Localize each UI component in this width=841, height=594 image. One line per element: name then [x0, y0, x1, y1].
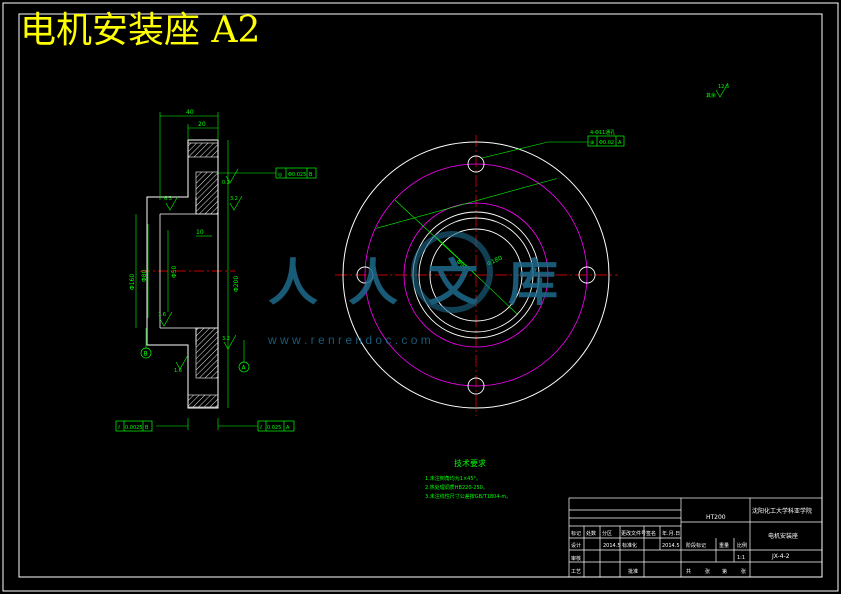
hatch-bottom — [187, 394, 219, 408]
svg-text:Φ0.025: Φ0.025 — [288, 172, 306, 178]
svg-text:0.0025: 0.0025 — [125, 425, 143, 431]
dim-bore: Φ50 — [171, 265, 178, 278]
dim-mid-dia: Φ160 — [129, 274, 136, 290]
svg-text:Φ0.02: Φ0.02 — [599, 140, 614, 146]
roughness-value-2: 3.2 — [230, 196, 238, 202]
roughness-value-1: 6.3 — [164, 196, 172, 202]
svg-text:更改文件号: 更改文件号 — [621, 530, 646, 537]
svg-text:阶段标记: 阶段标记 — [686, 542, 706, 549]
svg-text:B: B — [309, 172, 313, 178]
datum-a-label: A — [242, 365, 247, 372]
svg-text:⫽: ⫽ — [259, 425, 263, 431]
bolt-hole-left — [356, 266, 374, 284]
drawing-title: 电机安装座 A2 — [20, 10, 260, 51]
datum-b-marker — [140, 347, 152, 359]
hatch-lower — [195, 327, 219, 379]
dim-overall-width: 40 — [186, 109, 194, 116]
svg-text:2014.5: 2014.5 — [603, 543, 621, 549]
dim-flange-width: 20 — [198, 121, 206, 128]
title-block — [568, 497, 823, 578]
svg-text:年.月.日: 年.月.日 — [662, 530, 680, 537]
tb-part-name: 电机安装座 — [768, 532, 798, 540]
datum-a-marker — [238, 361, 250, 373]
svg-text:设计: 设计 — [571, 542, 581, 549]
svg-text:审核: 审核 — [571, 555, 581, 562]
surface-finish-note: 其余 12.5 — [706, 82, 729, 99]
hole-position-tolerance: ⊕ Φ0.02 A — [587, 135, 625, 147]
bolt-circle — [364, 163, 588, 387]
tech-req-item-1: 1.未注倒角均为1×45°。 — [425, 475, 481, 482]
dim-chamfer-top: 0.2 — [222, 180, 230, 186]
technical-requirements: 技术要求 1.未注倒角均为1×45°。 2.热处理调质HB220-250。 3.… — [425, 458, 511, 500]
svg-text:处数: 处数 — [586, 530, 596, 537]
svg-text:工艺: 工艺 — [571, 569, 581, 575]
svg-text:分区: 分区 — [602, 530, 612, 537]
bolt-hole-right — [578, 266, 596, 284]
tb-scale: 1:1 — [737, 555, 745, 561]
dim-big-dia: Φ200 — [233, 276, 240, 292]
svg-text:A: A — [618, 140, 622, 146]
tech-req-item-2: 2.热处理调质HB220-250。 — [425, 484, 488, 491]
svg-text:◎: ◎ — [278, 172, 283, 178]
dim-small-dia: Φ80 — [141, 269, 148, 282]
tolerance-frame-parallel-right: ⫽ 0.025 A — [257, 420, 295, 432]
hatch-upper — [195, 171, 219, 215]
watermark-text: 人人文库 — [268, 253, 588, 312]
svg-text:标准化: 标准化 — [622, 542, 637, 549]
svg-text:签名: 签名 — [646, 530, 656, 537]
svg-text:⫽: ⫽ — [117, 425, 121, 431]
svg-text:12.5: 12.5 — [718, 84, 729, 90]
dim-step: 10 — [196, 229, 204, 236]
roughness-value-4: 1.6 — [174, 368, 182, 374]
svg-text:标记: 标记 — [571, 530, 581, 537]
svg-text:B: B — [145, 425, 149, 431]
svg-text:共: 共 — [686, 568, 691, 575]
tech-req-item-3: 3.未注线性尺寸公差按GB/T1804-m。 — [425, 493, 511, 500]
watermark: 人人文库 w w w . r e n r e n d o c . c o m — [267, 231, 588, 347]
hole-callout-leader — [481, 141, 588, 159]
svg-text:批准: 批准 — [628, 568, 638, 575]
svg-text:A: A — [286, 425, 290, 431]
bolt-hole-bottom — [467, 377, 485, 395]
inner-border — [18, 13, 823, 578]
hatch-top — [187, 142, 219, 158]
roughness-value-3: 1.6 — [158, 312, 166, 318]
tolerance-frame-coaxial: ◎ Φ0.025 B — [275, 167, 317, 179]
tolerance-frame-parallel-left: ⫽ 0.0025 B — [115, 420, 153, 432]
tb-material: HT200 — [706, 514, 726, 521]
datum-b-label: B — [144, 351, 148, 358]
tb-row-top: 标记 处数 分区 更改文件号 签名 年.月.日 — [571, 530, 680, 537]
bolt-hole-top — [467, 155, 485, 173]
svg-text:⊕: ⊕ — [590, 140, 594, 146]
flange-outline — [146, 139, 219, 409]
svg-text:张: 张 — [741, 568, 746, 575]
bore-circle — [429, 228, 523, 322]
hub-circle-magenta — [403, 202, 549, 348]
tb-school: 沈阳化工大学科亚学院 — [752, 507, 812, 515]
svg-text:张: 张 — [705, 568, 710, 575]
dim-line-bolt-circle — [375, 178, 557, 229]
tb-row-mid: 设计 2014.5 标准化 2014.5 阶段标记 重量 比例 — [571, 542, 747, 549]
hub-circle-2 — [418, 217, 534, 333]
svg-text:其余: 其余 — [706, 92, 716, 99]
watermark-url: w w w . r e n r e n d o c . c o m — [267, 333, 431, 347]
roughness-marks — [159, 168, 243, 370]
svg-text:比例: 比例 — [737, 542, 747, 549]
svg-text:第: 第 — [722, 568, 727, 575]
flange-outer-circle — [342, 141, 610, 409]
tech-req-heading: 技术要求 — [454, 458, 486, 468]
tb-drawing-no: JX-4-2 — [771, 553, 790, 560]
side-section-view: 40 20 10 0.2 Φ200 Φ160 Φ80 Φ50 6.3 3.2 1… — [115, 109, 317, 432]
svg-text:0.025: 0.025 — [267, 425, 281, 431]
svg-text:重量: 重量 — [719, 542, 729, 549]
svg-text:2014.5: 2014.5 — [662, 543, 680, 549]
tb-row-bottom: 审核 工艺 批准 共 张 第 张 — [571, 555, 746, 575]
roughness-value-5: 3.2 — [222, 336, 230, 342]
hole-callout-text: 4-Φ11通孔 — [590, 129, 615, 136]
